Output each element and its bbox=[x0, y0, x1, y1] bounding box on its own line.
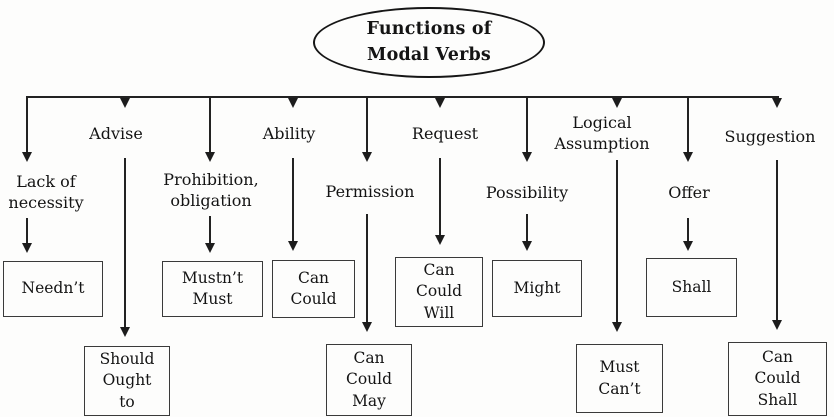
down-arrow bbox=[772, 160, 782, 330]
down-arrow bbox=[435, 96, 445, 108]
down-arrow bbox=[522, 96, 532, 162]
function-label: Request bbox=[411, 124, 479, 143]
down-arrow bbox=[362, 214, 372, 332]
down-arrow bbox=[612, 160, 622, 332]
function-label: Advise bbox=[89, 124, 143, 143]
down-arrow bbox=[22, 218, 32, 253]
function-label: Offer bbox=[668, 183, 710, 202]
function-label: Possibility bbox=[485, 183, 569, 202]
verbs-box: Shall bbox=[646, 258, 737, 317]
verbs-box: Can Could May bbox=[326, 344, 412, 416]
verbs-box: Needn’t bbox=[3, 261, 103, 317]
function-label: Prohibition, obligation bbox=[163, 170, 259, 210]
function-label: Lack of necessity bbox=[8, 172, 84, 212]
down-arrow bbox=[435, 158, 445, 245]
title-ellipse: Functions of Modal Verbs bbox=[313, 7, 545, 78]
verbs-box: Should Ought to bbox=[84, 346, 170, 416]
verbs-box: Can Could Will bbox=[395, 257, 483, 327]
down-arrow bbox=[612, 96, 622, 108]
function-label: Logical Assumption bbox=[554, 113, 650, 153]
function-label: Ability bbox=[262, 124, 316, 143]
down-arrow bbox=[205, 96, 215, 162]
down-arrow bbox=[683, 218, 693, 251]
verbs-box: Can Could Shall bbox=[728, 342, 827, 416]
down-arrow bbox=[288, 158, 298, 251]
down-arrow bbox=[772, 96, 782, 108]
verbs-box: Must Can’t bbox=[576, 344, 663, 413]
diagram-title: Functions of Modal Verbs bbox=[366, 19, 492, 65]
down-arrow bbox=[683, 96, 693, 162]
trunk-line bbox=[27, 96, 779, 98]
down-arrow bbox=[362, 96, 372, 162]
verbs-box: Might bbox=[492, 260, 582, 317]
down-arrow bbox=[22, 96, 32, 162]
verbs-box: Can Could bbox=[272, 260, 355, 318]
down-arrow bbox=[120, 96, 130, 108]
function-label: Suggestion bbox=[724, 127, 816, 146]
down-arrow bbox=[288, 96, 298, 108]
down-arrow bbox=[205, 216, 215, 253]
down-arrow bbox=[522, 214, 532, 251]
down-arrow bbox=[120, 158, 130, 337]
verbs-box: Mustn’t Must bbox=[162, 261, 263, 317]
function-label: Permission bbox=[325, 182, 415, 201]
